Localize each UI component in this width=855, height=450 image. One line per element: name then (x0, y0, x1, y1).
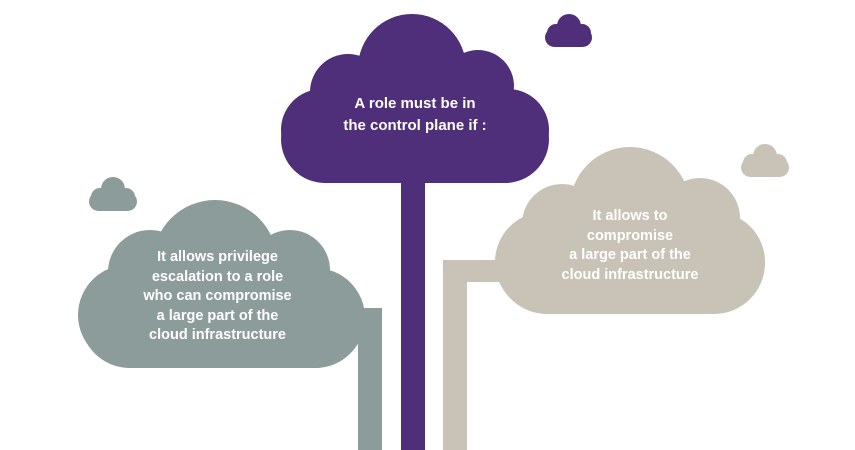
left-cloud-line: who can compromise (143, 288, 292, 304)
small-beige-cloud (741, 144, 789, 177)
small-gray-cloud (89, 177, 137, 211)
right-cloud-text: It allows to compromise a large part of … (520, 207, 740, 285)
small-purple-cloud (545, 14, 592, 47)
left-cloud-line: a large part of the (156, 307, 279, 324)
left-cloud-line: escalation to a role (151, 268, 284, 285)
right-cloud-line: It allows to (592, 208, 668, 224)
main-cloud-line: A role must be in (354, 95, 476, 112)
main-cloud-stem (401, 170, 425, 450)
left-cloud-line: cloud infrastructure (149, 327, 286, 343)
right-cloud-line: cloud infrastructure (561, 266, 699, 283)
right-cloud-line: a large part of the (569, 247, 691, 263)
left-cloud-line: It allows privilege (157, 249, 278, 265)
right-cloud (495, 147, 765, 314)
left-cloud-text: It allows privilege escalation to a role… (95, 248, 340, 346)
left-cloud (78, 200, 365, 368)
main-cloud-text: A role must be in the control plane if : (300, 93, 530, 137)
right-cloud-stem (443, 260, 513, 450)
main-cloud (281, 14, 549, 183)
right-cloud-line: compromise (586, 227, 674, 244)
main-cloud-line: the control plane if : (343, 117, 487, 134)
